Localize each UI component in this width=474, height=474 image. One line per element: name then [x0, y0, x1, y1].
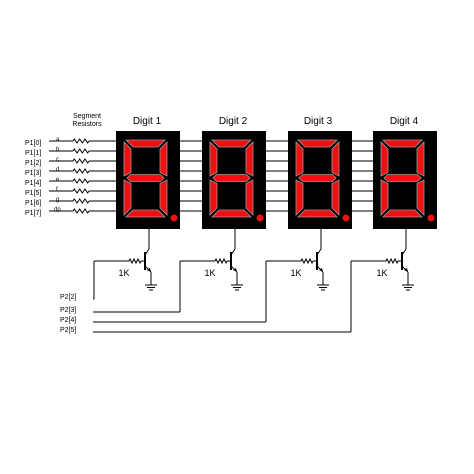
display-segment — [416, 179, 425, 216]
display-segment — [298, 174, 337, 182]
segment-letter-label: d — [56, 167, 59, 173]
driver-circuit-4 — [93, 229, 414, 333]
display-segment — [212, 174, 251, 182]
segment-resistor-icon — [72, 158, 90, 164]
base-resistor-2-label: 1K — [204, 268, 215, 278]
segment-resistor-icon — [72, 168, 90, 174]
display-segment — [209, 179, 218, 216]
segment-letter-label: b — [56, 147, 60, 153]
emitter-arrow-icon — [404, 268, 408, 272]
segment-port-label: P1[1] — [25, 150, 41, 157]
display-segment — [383, 174, 422, 182]
display-segment — [123, 179, 132, 216]
segment-letter-label: c — [56, 157, 59, 163]
display-segment — [331, 179, 340, 216]
display-segment — [295, 179, 304, 216]
displays — [116, 131, 437, 229]
driver-transistors — [93, 229, 414, 333]
base-resistor-icon — [300, 257, 314, 265]
display-segment — [380, 179, 389, 216]
digit-4-label: Digit 4 — [390, 116, 419, 127]
base-resistor-icon — [128, 257, 142, 265]
emitter-arrow-icon — [319, 268, 323, 272]
segment-letter-label: dp — [54, 207, 61, 213]
base-resistor-icon — [214, 257, 228, 265]
display-segment — [125, 209, 166, 218]
segment-letter-label: a — [56, 137, 60, 143]
driver-circuit-2 — [93, 229, 243, 313]
seven-segment-display-1 — [116, 131, 180, 229]
base-resistor-icon — [385, 257, 399, 265]
display-segment — [123, 141, 132, 177]
segment-resistor-icon — [72, 188, 90, 194]
display-segment — [125, 139, 166, 148]
segment-port-label: P1[7] — [25, 210, 41, 217]
digit-port-label: P2[5] — [60, 327, 76, 334]
digit-port-label: P2[3] — [60, 307, 76, 314]
emitter-arrow-icon — [147, 268, 151, 272]
display-segment — [380, 141, 389, 177]
driver-circuit-1 — [93, 229, 157, 300]
segment-resistor-icon — [72, 178, 90, 184]
display-segment — [126, 174, 165, 182]
decimal-point — [170, 214, 178, 222]
seven-segment-display-4 — [373, 131, 437, 229]
display-segment — [245, 141, 254, 177]
segment-port-label: P1[5] — [25, 190, 41, 197]
display-segment — [297, 139, 338, 148]
digit-port-label: P2[4] — [60, 317, 76, 324]
resistor-title-line2: Resistors — [72, 121, 102, 128]
resistor-title-line1: Segment — [73, 113, 101, 120]
base-resistor-4-label: 1K — [376, 268, 387, 278]
digit-3-label: Digit 3 — [304, 116, 333, 127]
digit-2-label: Digit 2 — [219, 116, 248, 127]
segment-port-label: P1[0] — [25, 140, 41, 147]
base-resistor-1-label: 1K — [118, 268, 129, 278]
display-segment — [211, 139, 252, 148]
segment-port-label: P1[4] — [25, 180, 41, 187]
display-segment — [416, 141, 425, 177]
segment-resistor-icon — [72, 198, 90, 204]
display-segment — [159, 179, 168, 216]
decimal-point — [342, 214, 350, 222]
display-segment — [297, 209, 338, 218]
segment-port-label: P1[2] — [25, 160, 41, 167]
segment-letter-label: g — [56, 197, 59, 203]
decimal-point — [256, 214, 264, 222]
display-segment — [245, 179, 254, 216]
digit-1-label: Digit 1 — [133, 116, 162, 127]
segment-port-label: P1[3] — [25, 170, 41, 177]
wiring — [49, 138, 373, 214]
display-segment — [211, 209, 252, 218]
seven-segment-display-2 — [202, 131, 266, 229]
display-segment — [159, 141, 168, 177]
driver-circuit-3 — [93, 229, 329, 323]
segment-letter-label: e — [56, 177, 60, 183]
segment-resistor-icon — [72, 148, 90, 154]
segment-resistor-icon — [72, 138, 90, 144]
emitter-arrow-icon — [233, 268, 237, 272]
segment-letter-label: f — [56, 187, 58, 193]
seven-segment-display-3 — [288, 131, 352, 229]
digit-port-label: P2[2] — [60, 294, 76, 301]
segment-port-label: P1[6] — [25, 200, 41, 207]
segment-resistor-icon — [72, 208, 90, 214]
display-segment — [382, 209, 423, 218]
base-resistor-3-label: 1K — [290, 268, 301, 278]
display-segment — [295, 141, 304, 177]
display-segment — [209, 141, 218, 177]
decimal-point — [427, 214, 435, 222]
display-segment — [331, 141, 340, 177]
display-segment — [382, 139, 423, 148]
